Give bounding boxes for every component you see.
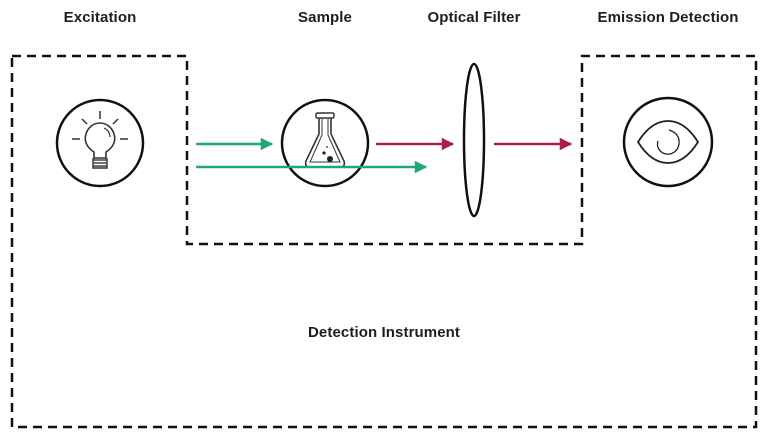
eye-icon bbox=[622, 96, 714, 188]
emission-detection-label: Emission Detection bbox=[597, 9, 739, 26]
instrument-boundary bbox=[10, 54, 758, 429]
lens-icon bbox=[462, 62, 486, 218]
excitation-label: Excitation bbox=[63, 9, 137, 26]
sample-label: Sample bbox=[298, 9, 352, 26]
lightbulb-icon bbox=[55, 98, 145, 188]
optical-filter-label: Optical Filter bbox=[427, 9, 521, 26]
detection-instrument-label: Detection Instrument bbox=[307, 324, 461, 341]
flask-icon bbox=[280, 98, 370, 188]
